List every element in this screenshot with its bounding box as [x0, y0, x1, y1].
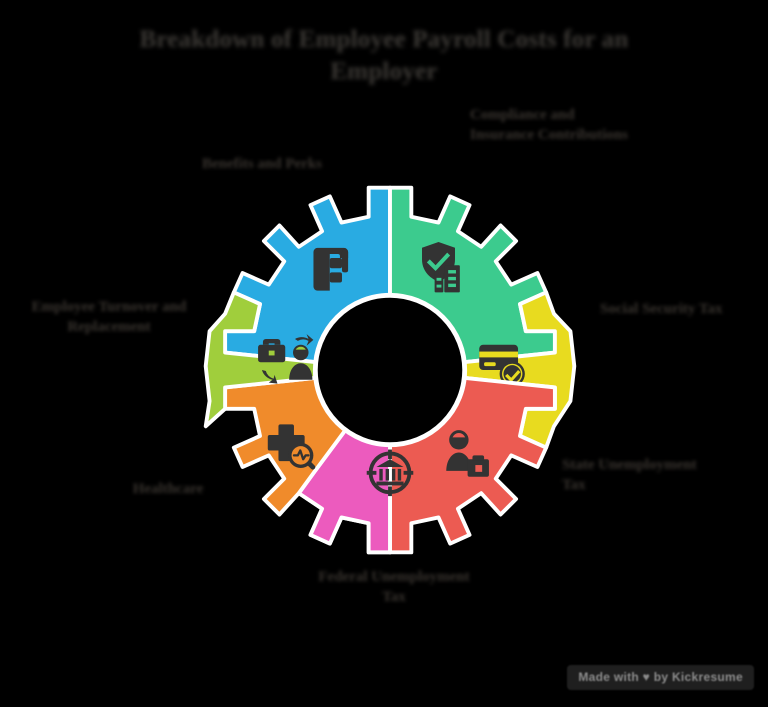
- wheel-label-compliance: Compliance and Insurance Contributions: [470, 107, 628, 143]
- payroll-cost-gear-wheel: [196, 176, 584, 564]
- wheel-label-benefits: Benefits and Perks: [202, 156, 322, 172]
- payroll-document-icon: [313, 247, 349, 291]
- wheel-label-state-unemployment: State Unemployment Tax: [562, 457, 697, 493]
- government-target-icon: [366, 449, 414, 497]
- wheel-center-hole: [312, 292, 468, 448]
- wheel-segment-turnover-shape[interactable]: [203, 290, 392, 429]
- page-title: Breakdown of Employee Payroll Costs for …: [139, 26, 629, 85]
- wheel-label-federal-unemployment: Federal Unemployment Tax: [318, 569, 470, 605]
- medical-cross-search-icon: [267, 424, 316, 470]
- wheel-segment-turnover[interactable]: [203, 290, 392, 429]
- shield-check-building-icon: [422, 241, 460, 293]
- wheel-label-healthcare: Healthcare: [132, 481, 204, 497]
- wheel-label-social-security: Social Security Tax: [600, 301, 723, 317]
- watermark-badge[interactable]: Made with ♥ by Kickresume: [567, 665, 754, 690]
- credit-card-check-icon: [479, 344, 525, 387]
- employee-benefits-icon: [446, 430, 489, 477]
- wheel-label-turnover: Employee Turnover and Replacement: [31, 299, 187, 335]
- briefcase-turnover-icon: [258, 334, 314, 384]
